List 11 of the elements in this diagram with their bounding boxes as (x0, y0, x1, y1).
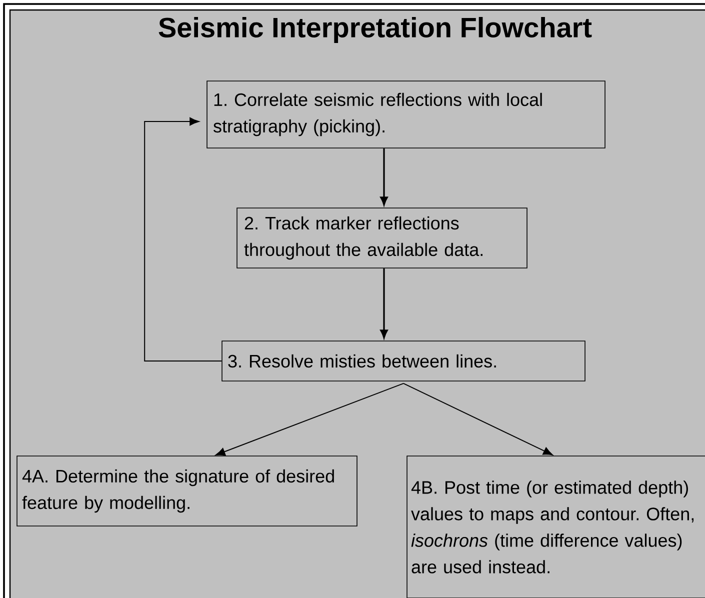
arrow (144, 117, 222, 362)
process-box: 4A. Determine the signature of desired feature by modelling. (16, 456, 358, 526)
arrow (380, 148, 388, 206)
process-box: 2. Track marker reflections throughout the available data. (236, 208, 528, 268)
arrow (216, 382, 404, 456)
arrow (403, 382, 553, 456)
process-box: 4B. Post time (or estimated depth) values to maps and contour. Often, isochrons (time difference values) are used instead. (406, 456, 705, 598)
process-box: 1. Correlate seismic reflections with local stratigraphy (picking). (206, 80, 606, 148)
process-box: 3. Resolve misties between lines. (222, 340, 586, 382)
title: Seismic Interpretation Flowchart (158, 16, 592, 44)
arrow (380, 268, 388, 338)
